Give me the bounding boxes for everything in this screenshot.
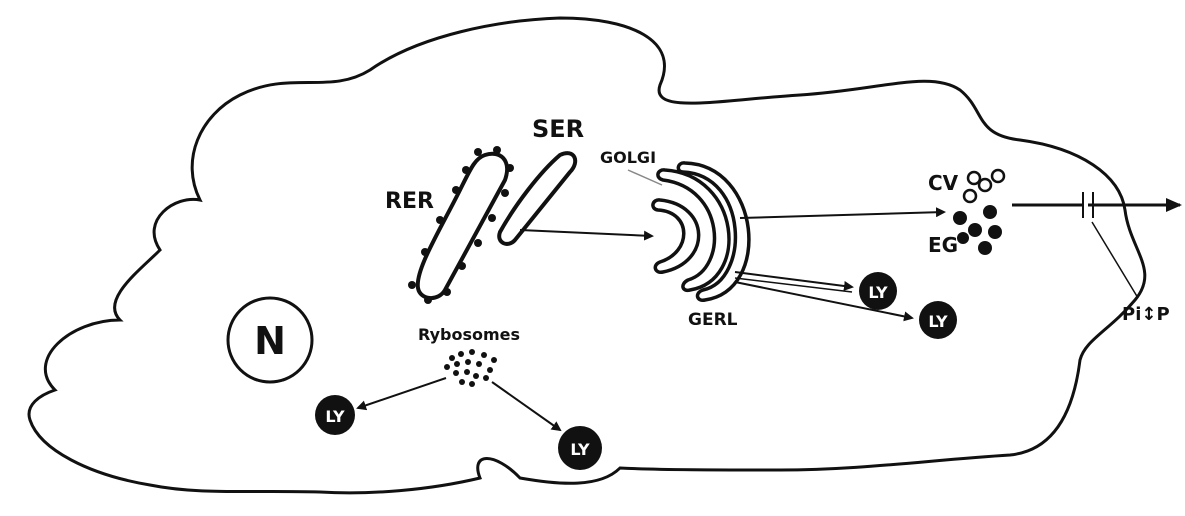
arrow-er-to-golgi bbox=[520, 230, 652, 236]
svg-text:LY: LY bbox=[570, 440, 590, 459]
nucleus-label: N bbox=[254, 319, 286, 363]
cell-membrane bbox=[29, 18, 1145, 493]
arrow-golgi-to-cv bbox=[740, 212, 944, 218]
eg-label: EG bbox=[928, 233, 958, 257]
golgi-label: GOLGI bbox=[600, 148, 656, 167]
gerl-label: GERL bbox=[688, 310, 738, 330]
lysosome: LY bbox=[919, 301, 957, 339]
cv-label: CV bbox=[928, 171, 959, 195]
arrow-ribosomes-to-ly-right bbox=[492, 382, 560, 430]
lysosome: LY bbox=[315, 395, 355, 435]
golgi-apparatus bbox=[653, 163, 749, 300]
coated-vesicles bbox=[964, 170, 1004, 202]
pip-label: Pi↕P bbox=[1122, 304, 1170, 325]
rough-er bbox=[408, 146, 514, 304]
ribosome-cluster bbox=[444, 349, 497, 387]
svg-text:LY: LY bbox=[868, 283, 888, 302]
svg-text:LY: LY bbox=[325, 407, 345, 426]
rer-label: RER bbox=[385, 189, 434, 214]
lysosome: LY bbox=[859, 272, 897, 310]
lysosome: LY bbox=[558, 426, 602, 470]
svg-text:LY: LY bbox=[928, 312, 948, 331]
electron-dense-granules bbox=[953, 205, 1002, 255]
ser-label: SER bbox=[532, 115, 584, 143]
ribosomes-label: Rybosomes bbox=[418, 325, 520, 344]
arrow-ribosomes-to-ly-left bbox=[358, 378, 446, 408]
